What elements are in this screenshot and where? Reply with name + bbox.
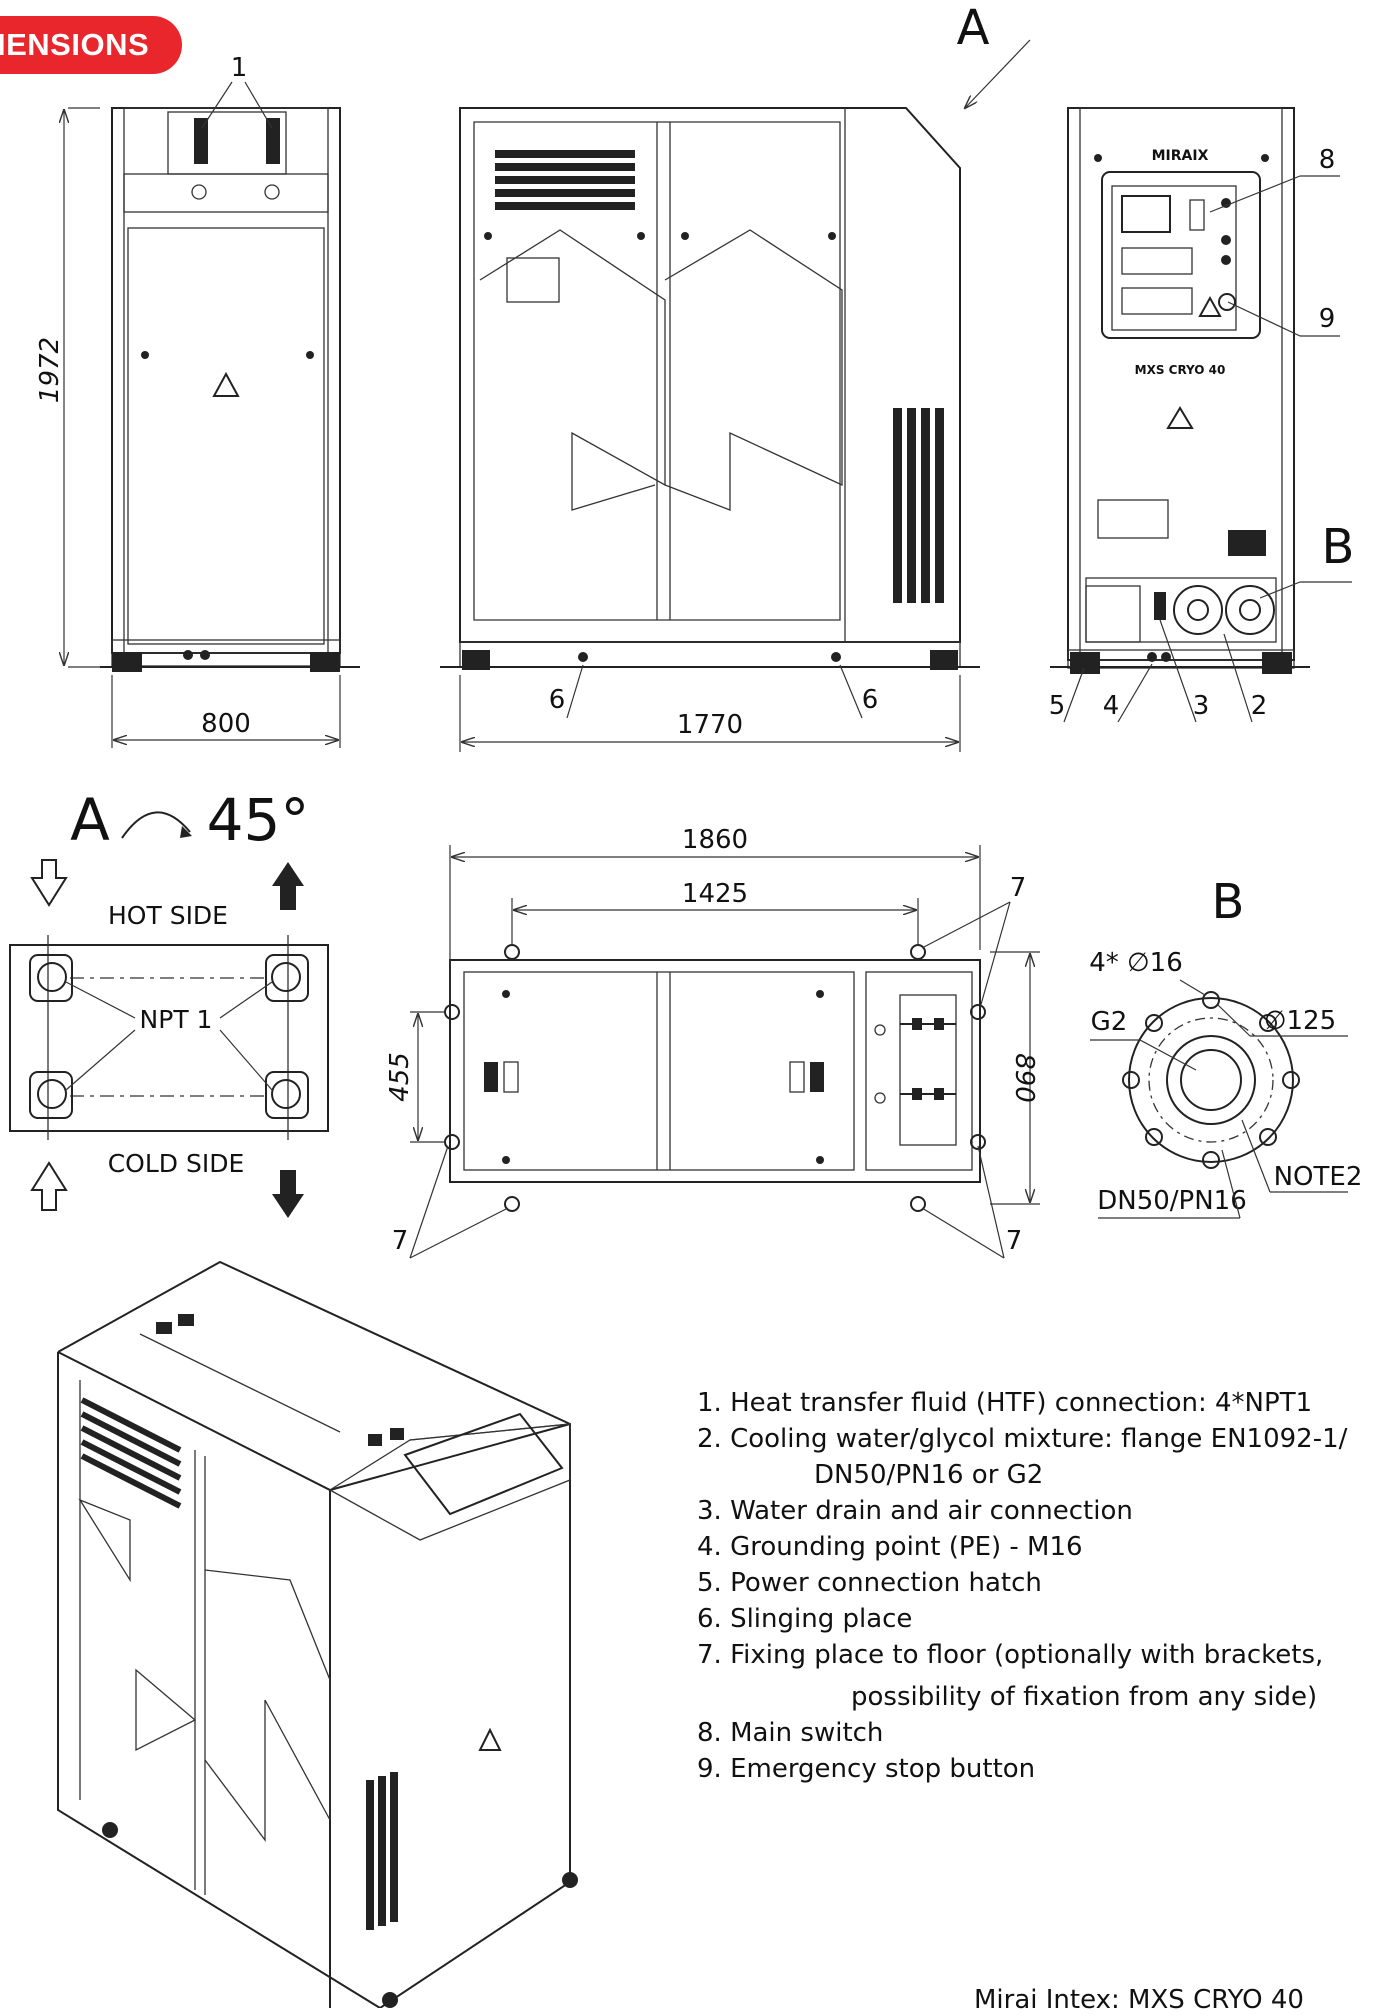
arrow-down-filled-icon [272,1170,304,1218]
callout-3: 3 [1193,691,1210,721]
vent-grille-top [495,150,635,210]
iso-side-grille [366,1772,398,1930]
callout-7-top: 7 [1010,873,1027,903]
legend-item-2-cont: DN50/PN16 or G2 [814,1460,1044,1490]
top-dim-455: 455 [385,1052,415,1102]
top-dim-890: 890 [1009,1053,1039,1103]
callout-9: 9 [1319,304,1336,334]
view-a-label: A [957,0,990,56]
arrow-up-outline-icon [30,1161,68,1211]
footer-caption: Mirai Intex: MXS CRYO 40 [974,1985,1304,2015]
legend-item-6: 6. Slinging place [697,1604,913,1634]
hot-side-label: HOT SIDE [108,901,228,930]
isometric-view [57,1260,578,2008]
side-view: 1972 800 1 [35,53,360,748]
detail-b-marker: B [1322,519,1355,575]
front-width-dim: 1770 [677,710,743,740]
legend-item-7-cont: possibility of fixation from any side) [851,1682,1318,1712]
rotation-indicator: A 45° [70,786,309,854]
top-dim-1425: 1425 [682,879,748,909]
legend: 1. Heat transfer fluid (HTF) connection:… [697,1385,1347,1787]
callout-1: 1 [231,53,248,83]
model-label: MXS CRYO 40 [1135,363,1226,377]
legend-item-3: 3. Water drain and air connection [697,1496,1133,1526]
side-height-dim: 1972 [35,337,65,403]
callout-4: 4 [1103,691,1120,721]
legend-item-9: 9. Emergency stop button [697,1754,1036,1784]
detail-flange-label: DN50/PN16 [1097,1186,1247,1216]
section-badge: IENSIONS [0,16,182,74]
front-view: 1770 6 6 A [440,0,1031,752]
connection-diagram: HOT SIDE NPT 1 COLD SIDE [9,859,329,1218]
callout-6-right: 6 [862,685,879,715]
detail-b-flange: B 4* ∅16 G2 ∅125 NOTE2 DN50/PN16 [1089,874,1363,1219]
callout-5: 5 [1049,691,1066,721]
vent-grille-side [893,408,944,603]
legend-item-4: 4. Grounding point (PE) - M16 [697,1532,1083,1562]
detail-note-label: NOTE2 [1274,1162,1363,1192]
rotation-angle: 45° [207,786,310,854]
detail-holes-label: 4* ∅16 [1089,948,1183,978]
npt-label: NPT 1 [140,1005,213,1034]
callout-8: 8 [1319,145,1336,175]
legend-item-2: 2. Cooling water/glycol mixture: flange … [697,1424,1348,1454]
cold-side-label: COLD SIDE [108,1149,245,1178]
legend-item-5: 5. Power connection hatch [697,1568,1042,1598]
iso-vent-grille [80,1397,182,1509]
arrow-up-filled-icon [272,862,304,910]
detail-b-title: B [1212,874,1245,930]
legend-item-7: 7. Fixing place to floor (optionally wit… [697,1640,1324,1670]
legend-item-8: 8. Main switch [697,1718,884,1748]
callout-7-left: 7 [392,1226,409,1256]
callout-7-right: 7 [1006,1226,1023,1256]
top-dim-1860: 1860 [682,825,748,855]
control-callouts-bottom: 5 4 3 2 [1049,619,1268,723]
callout-2: 2 [1251,691,1268,721]
callout-6-left: 6 [549,685,566,715]
legend-item-1: 1. Heat transfer fluid (HTF) connection:… [697,1388,1313,1418]
control-view: MIRAIX MXS CRYO 40 [1049,107,1355,723]
detail-diameter-label: ∅125 [1264,1006,1336,1036]
top-view: 1860 1425 455 890 7 7 7 [385,825,1040,1259]
detail-g2-label: G2 [1091,1007,1128,1037]
side-width-dim: 800 [201,709,251,739]
arrow-down-outline-icon [30,859,68,907]
brand-label: MIRAIX [1152,148,1209,164]
rotation-label: A [70,786,110,854]
